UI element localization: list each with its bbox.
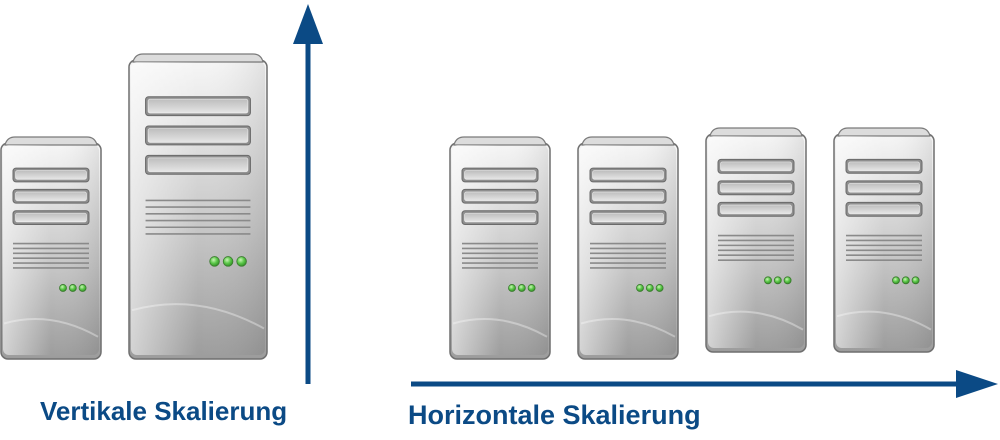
status-led-icon <box>236 256 247 267</box>
status-led-icon <box>764 276 772 285</box>
server-tower-icon <box>0 136 102 360</box>
horizontal-arrow-icon <box>411 370 998 398</box>
server-tower-icon <box>449 136 551 360</box>
server-tower-icon <box>833 127 935 353</box>
status-led-icon <box>78 284 87 292</box>
status-led-icon <box>892 276 900 285</box>
status-led-icon <box>209 256 220 267</box>
server-tower-large-icon <box>128 53 268 360</box>
status-led-icon <box>655 284 664 292</box>
status-led-icon <box>59 284 67 292</box>
horizontal-scaling-label: Horizontale Skalierung <box>408 400 701 430</box>
status-led-icon <box>508 284 516 292</box>
status-led-icon <box>645 284 654 292</box>
status-led-icon <box>911 276 920 285</box>
status-led-icon <box>636 284 644 292</box>
status-led-icon <box>517 284 526 292</box>
vertical-scaling-label: Vertikale Skalierung <box>40 396 288 426</box>
status-led-icon <box>773 276 782 285</box>
status-led-icon <box>527 284 536 292</box>
status-led-icon <box>783 276 792 285</box>
server-tower-icon <box>577 136 679 360</box>
status-led-icon <box>68 284 77 292</box>
status-led-icon <box>222 256 234 267</box>
server-group <box>0 53 935 360</box>
vertical-arrow-icon <box>293 4 323 384</box>
server-tower-icon <box>705 127 807 353</box>
status-led-icon <box>901 276 910 285</box>
